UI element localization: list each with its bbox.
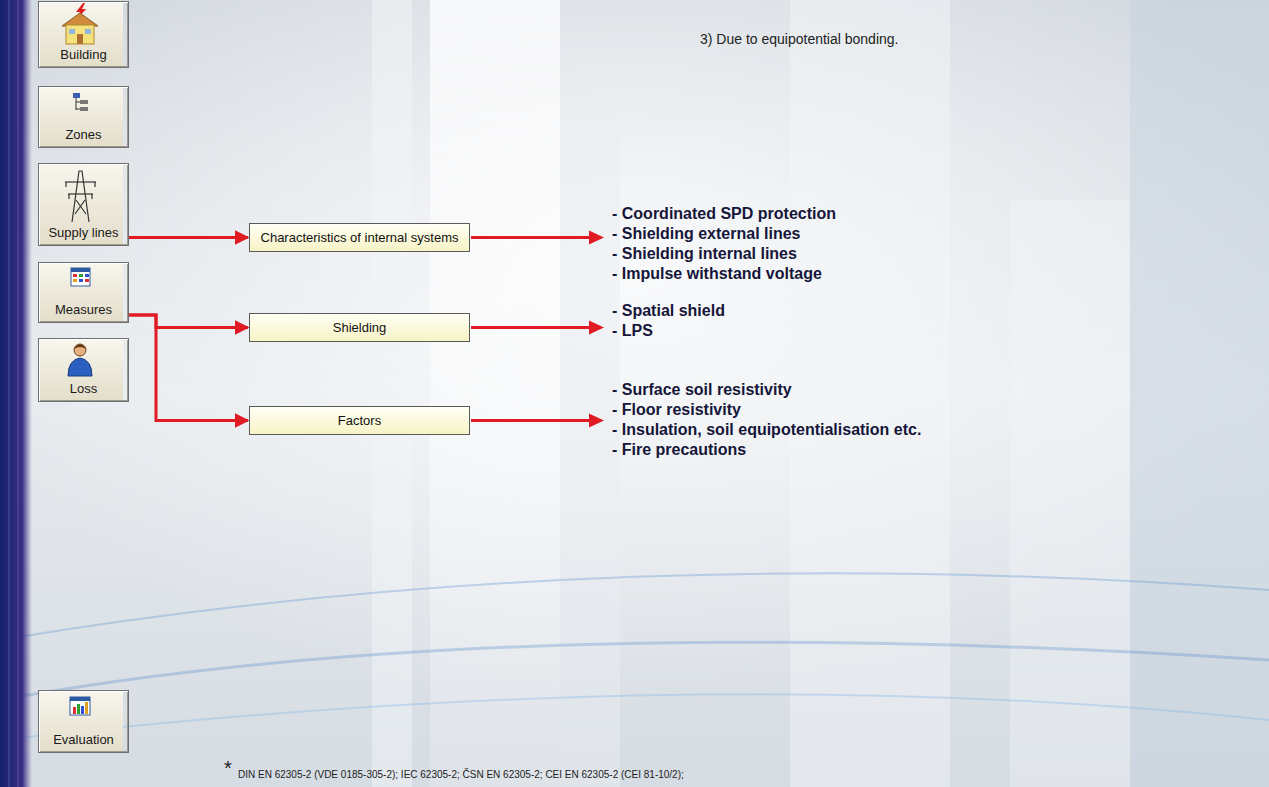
menu-button: Loss bbox=[38, 338, 129, 402]
bar bbox=[85, 702, 88, 714]
title-bar bbox=[70, 697, 90, 701]
cell bbox=[79, 279, 83, 282]
wall bbox=[66, 25, 94, 44]
person-icon bbox=[68, 344, 92, 376]
tower bbox=[430, 0, 560, 787]
strip-line bbox=[18, 0, 19, 787]
tower bbox=[560, 120, 620, 787]
tree-item bbox=[80, 107, 88, 111]
head bbox=[74, 344, 86, 356]
red-arrow bbox=[471, 326, 591, 329]
red-arrow bbox=[129, 315, 248, 421]
menu-button: Zones bbox=[38, 86, 129, 148]
zones-icon bbox=[73, 93, 88, 111]
light-streak bbox=[0, 694, 1269, 740]
tab-box: Characteristics of internal systems bbox=[249, 223, 470, 252]
list-item: - Shielding internal lines bbox=[612, 244, 797, 264]
cell bbox=[73, 274, 77, 277]
tower bbox=[1010, 200, 1130, 787]
tree-line bbox=[76, 97, 77, 110]
list-item: - LPS bbox=[612, 321, 653, 341]
node-label: Evaluation bbox=[39, 732, 128, 747]
node-label: Zones bbox=[39, 127, 128, 142]
standards-note: DIN EN 62305-2 (VDE 0185-305-2); IEC 623… bbox=[238, 769, 684, 781]
chart-icon bbox=[70, 697, 90, 715]
light-streak bbox=[0, 573, 1269, 640]
menu-button: Measures bbox=[38, 262, 129, 323]
node-label: Characteristics of internal systems bbox=[261, 230, 459, 245]
light-streak bbox=[0, 642, 1269, 700]
red-arrow bbox=[129, 315, 248, 328]
cross-arm bbox=[68, 193, 93, 194]
arrowhead bbox=[589, 414, 604, 428]
list-arrows bbox=[471, 231, 604, 428]
brace bbox=[76, 200, 86, 214]
asterisk: * bbox=[224, 757, 232, 779]
insulator bbox=[65, 182, 66, 187]
pylon-body bbox=[72, 171, 89, 222]
bar bbox=[73, 707, 76, 714]
window-frame bbox=[71, 268, 90, 286]
footnote: 3) Due to equipotential bonding. bbox=[700, 31, 898, 48]
insulator bbox=[68, 194, 69, 199]
title-bar bbox=[71, 268, 90, 272]
list-item: - Spatial shield bbox=[612, 301, 725, 321]
pylon-icon bbox=[65, 171, 96, 222]
bar bbox=[81, 706, 84, 714]
list-item: - Floor resistivity bbox=[612, 400, 741, 420]
list-item: - Impulse withstand voltage bbox=[612, 264, 822, 284]
menu-button: Building bbox=[38, 1, 129, 68]
tower bbox=[372, 0, 412, 787]
hair bbox=[74, 345, 86, 350]
list-item: - Surface soil resistivity bbox=[612, 380, 792, 400]
arrowhead bbox=[589, 231, 604, 245]
tree-line bbox=[76, 102, 80, 103]
arrowhead bbox=[589, 321, 604, 335]
measures-icon bbox=[71, 268, 90, 286]
insulator bbox=[94, 182, 95, 187]
side-strip bbox=[0, 0, 32, 787]
roof bbox=[62, 13, 98, 26]
window-frame bbox=[70, 697, 90, 715]
window bbox=[85, 29, 91, 34]
tab-box: Factors bbox=[249, 406, 470, 435]
tree-item bbox=[80, 100, 88, 104]
node-label: Supply lines bbox=[39, 225, 128, 240]
red-arrow bbox=[471, 419, 591, 422]
cell bbox=[85, 279, 89, 282]
list-item: - Shielding external lines bbox=[612, 224, 801, 244]
cell bbox=[79, 274, 83, 277]
tree-item bbox=[73, 93, 80, 98]
door bbox=[77, 34, 83, 44]
list-item: - Insulation, soil equipotentialisation … bbox=[612, 420, 921, 440]
tree-line bbox=[76, 109, 80, 110]
bar bbox=[77, 704, 80, 714]
tower bbox=[1130, 0, 1269, 787]
node-label: Factors bbox=[338, 413, 381, 428]
menu-button: Evaluation bbox=[38, 690, 129, 753]
node-label: Measures bbox=[39, 302, 128, 317]
node-label: Building bbox=[39, 47, 128, 62]
body bbox=[68, 358, 92, 376]
window bbox=[69, 29, 75, 34]
tab-box: Shielding bbox=[249, 313, 470, 342]
cell bbox=[85, 274, 89, 277]
building-icon bbox=[62, 3, 98, 44]
menu-button: Supply lines bbox=[38, 163, 129, 246]
list-item: - Fire precautions bbox=[612, 440, 746, 460]
node-label: Shielding bbox=[333, 320, 387, 335]
red-arrow bbox=[471, 236, 591, 239]
cross-arm bbox=[65, 181, 96, 182]
insulator bbox=[91, 194, 92, 199]
brace bbox=[75, 200, 85, 214]
list-item: - Coordinated SPD protection bbox=[612, 204, 836, 224]
tower bbox=[790, 0, 950, 787]
node-label: Loss bbox=[39, 381, 128, 396]
cell bbox=[73, 279, 77, 282]
strip-line bbox=[9, 0, 10, 787]
red-arrow bbox=[129, 236, 248, 239]
